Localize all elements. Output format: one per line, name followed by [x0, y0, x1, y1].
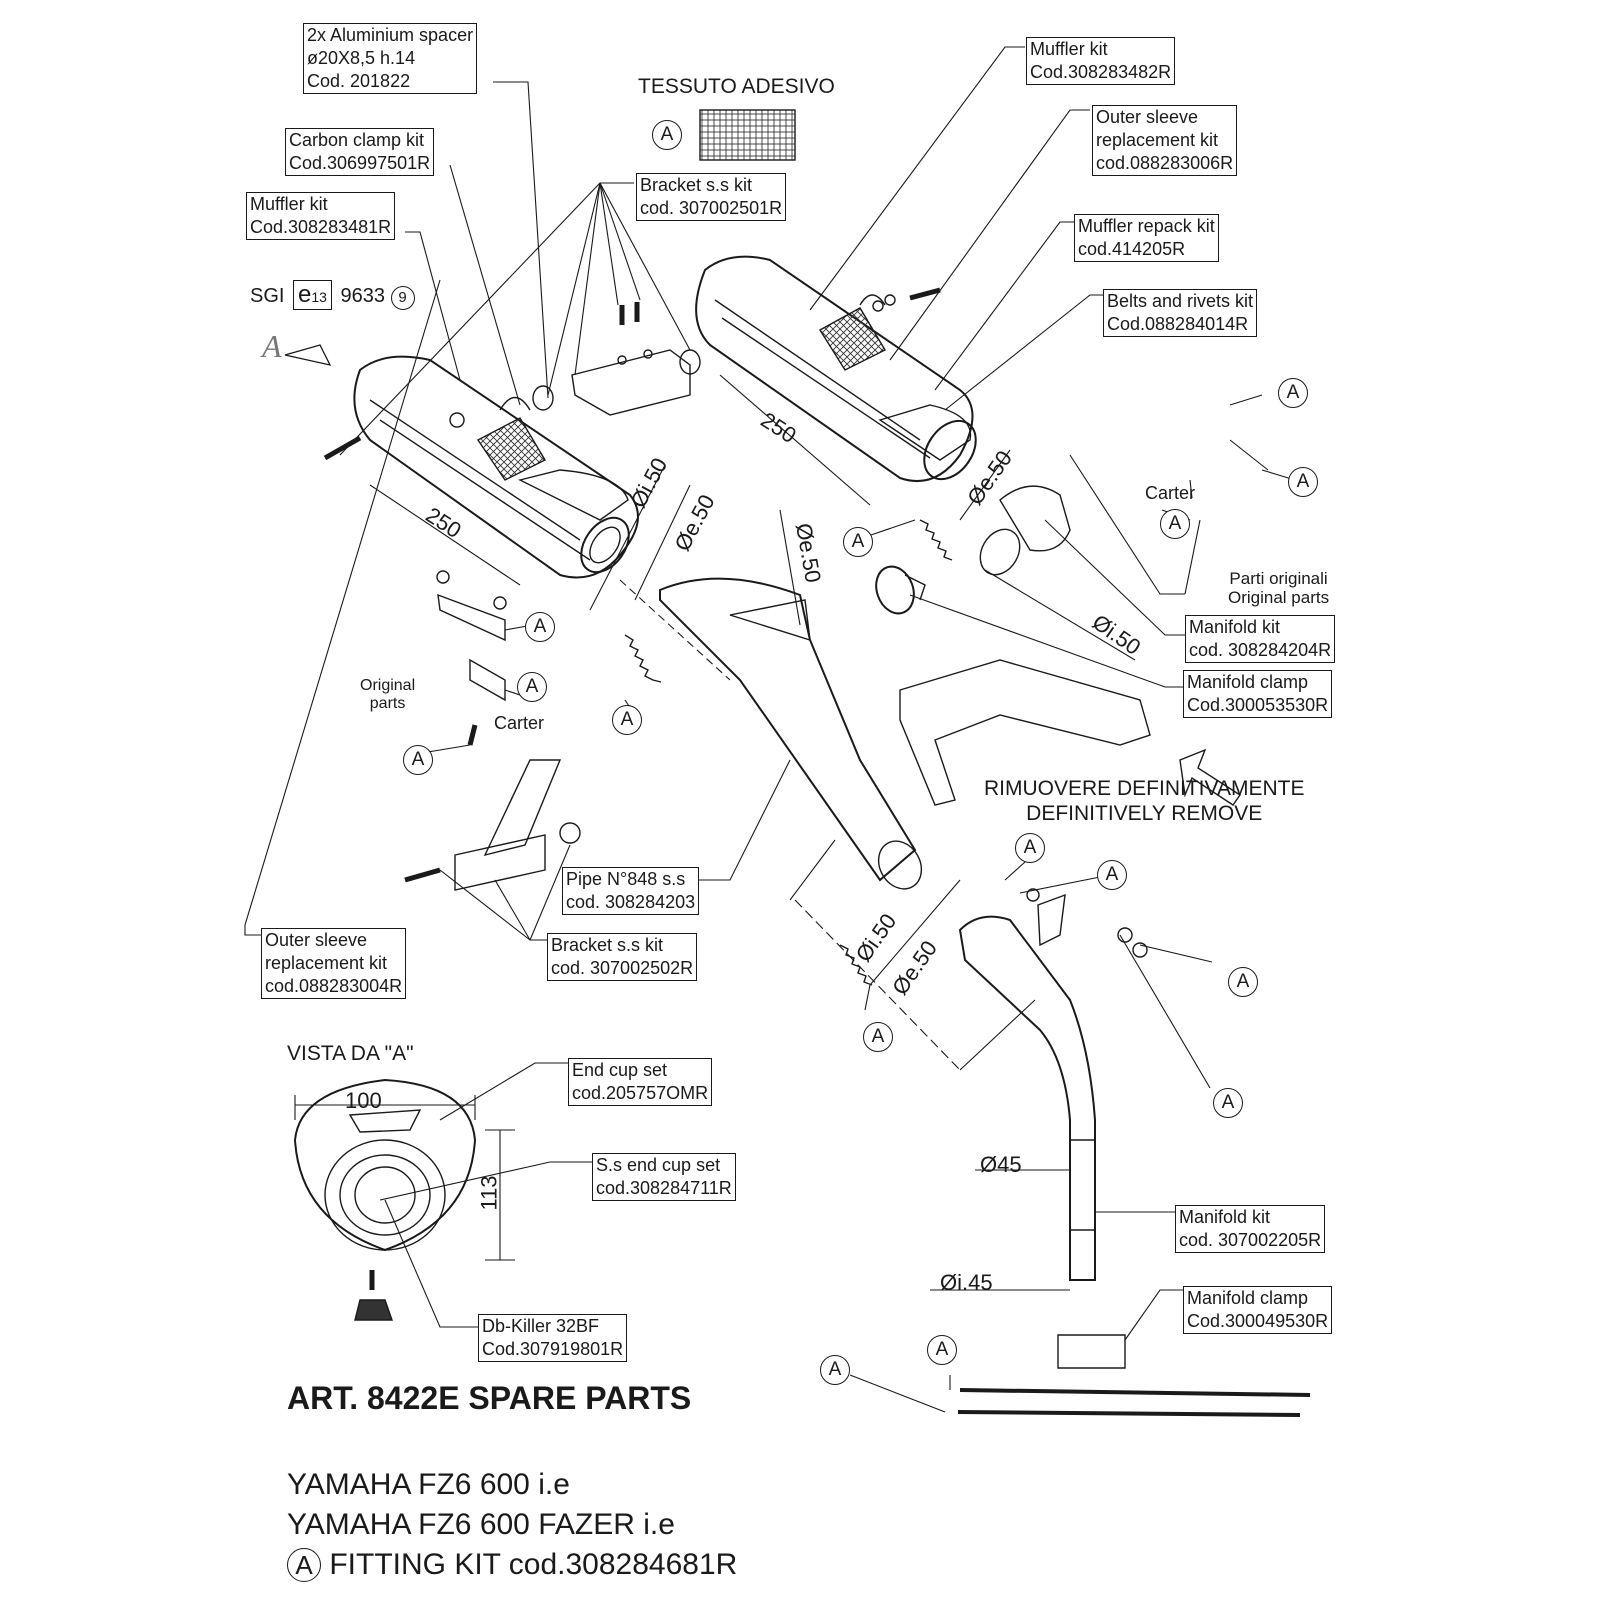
a-letter-mark: A [262, 328, 282, 364]
cable-tie-2 [957, 1410, 1301, 1417]
remove-arrow [1179, 748, 1241, 806]
lower-manifold-clamp [1057, 1334, 1126, 1369]
manifold-clamp [875, 565, 926, 615]
dim-d45: Ø45 [980, 1152, 1022, 1177]
callout-a-tessuto: A [652, 120, 682, 150]
lower-manifold [958, 888, 1148, 1281]
callout-a-left-3: A [403, 745, 433, 775]
left-brackets [404, 570, 581, 891]
left-muffler [323, 355, 639, 579]
leader-lines [244, 46, 1296, 1413]
model-1: YAMAHA FZ6 600 i.e [287, 1468, 570, 1501]
callout-a-lower-nut: A [1228, 967, 1258, 997]
callout-a-left-1: A [525, 612, 555, 642]
callout-a-right-2: A [1288, 467, 1318, 497]
cable-tie-1 [959, 1388, 1311, 1397]
callout-a-right-3: A [1160, 509, 1190, 539]
carter-left: Carter [494, 713, 545, 733]
model-2: YAMAHA FZ6 600 FAZER i.e [287, 1508, 675, 1541]
dim-113: 113 [476, 1175, 502, 1211]
central-pipe [659, 577, 923, 890]
top-bracket [532, 302, 701, 416]
callout-a-tie-1: A [927, 1335, 957, 1365]
callout-a-lower-bolt: A [1015, 833, 1045, 863]
dim-100: 100 [345, 1088, 382, 1113]
remove-bracket [899, 659, 1151, 806]
dimension-lines [294, 374, 1136, 1291]
callout-a-right-1: A [1278, 378, 1308, 408]
fitting-kit: A FITTING KIT cod.308284681R [287, 1548, 737, 1582]
carter-right: Carter [1145, 483, 1196, 503]
spring-right [919, 519, 953, 561]
spring-lower [839, 944, 873, 986]
art-title: ART. 8422E SPARE PARTS [287, 1380, 692, 1416]
callout-a-lower-washer: A [1097, 860, 1127, 890]
triangle-mark [284, 344, 332, 366]
end-cap-view [293, 1078, 477, 1321]
callout-a-tie-2: A [820, 1355, 850, 1385]
tessuto-heading: TESSUTO ADESIVO [638, 75, 835, 98]
callout-a-spring-left: A [612, 705, 642, 735]
vista-heading: VISTA DA "A" [287, 1042, 414, 1065]
callout-a-lower-spring: A [863, 1022, 893, 1052]
sgi-mark: SGI e13 9633 9 [250, 280, 415, 310]
dim-di45: Øi.45 [940, 1270, 993, 1295]
callout-a-spring-right: A [843, 527, 873, 557]
spring-left [624, 634, 662, 683]
adhesive-fabric-swatch [699, 109, 796, 161]
callout-a-left-2: A [517, 672, 547, 702]
right-muffler [695, 255, 1071, 576]
callout-a-lower-nut-2: A [1213, 1088, 1243, 1118]
